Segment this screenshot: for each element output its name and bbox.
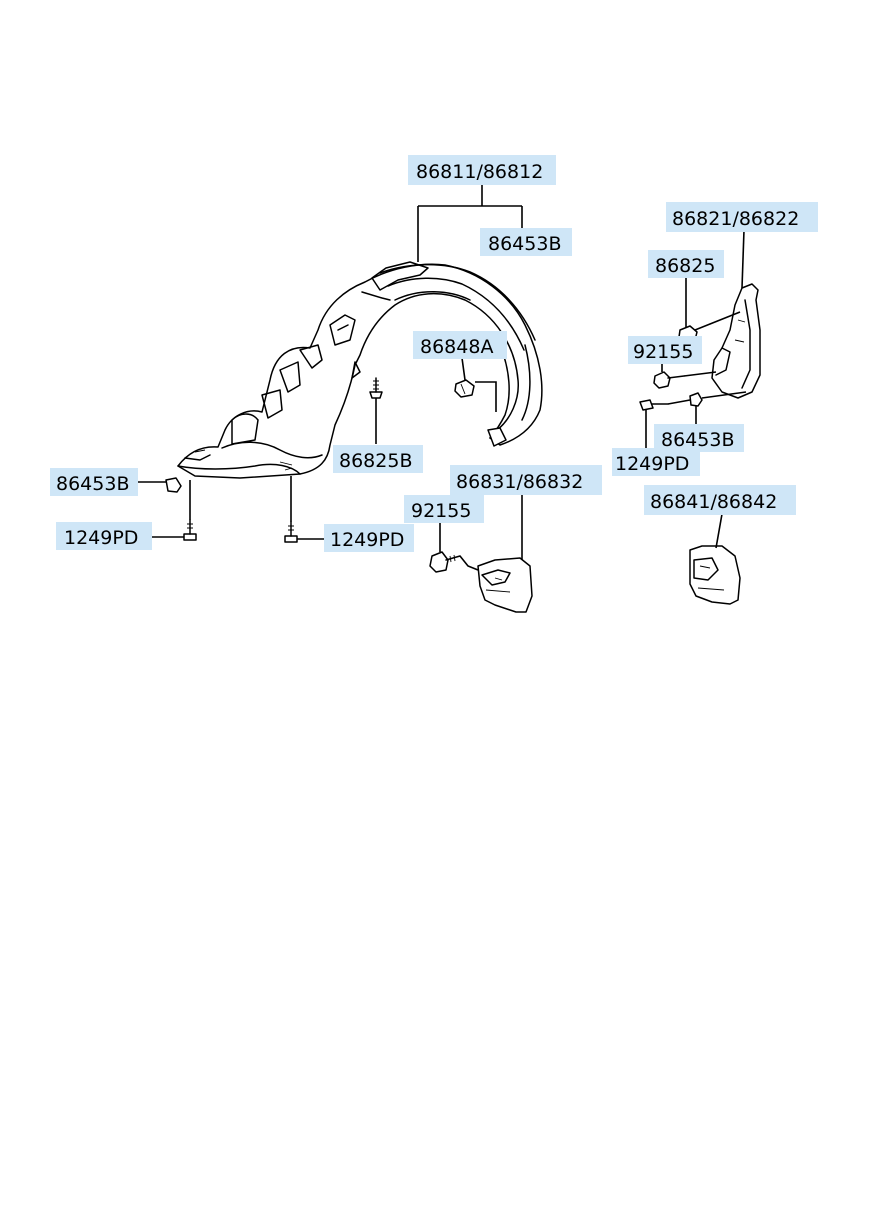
svg-text:1249PD: 1249PD — [615, 453, 689, 475]
bolt-92155-right-drawing — [653, 371, 685, 389]
svg-text:92155: 92155 — [411, 500, 471, 522]
front-wheel-guard-drawing — [177, 261, 543, 479]
rear-wheel-guard-drawing — [711, 283, 761, 399]
svg-text:1249PD: 1249PD — [330, 529, 404, 551]
svg-text:86453B: 86453B — [661, 429, 734, 451]
label-1249pd-left[interactable]: 1249PD — [56, 522, 152, 550]
leader-lines — [138, 184, 747, 571]
mud-guard-86831-drawing — [477, 557, 533, 613]
label-86841-86842[interactable]: 86841/86842 — [644, 485, 796, 515]
svg-text:1249PD: 1249PD — [64, 527, 138, 549]
screw-1249pd-right-drawing — [639, 399, 669, 411]
screw-1249pd-left-drawing — [183, 519, 197, 541]
svg-text:92155: 92155 — [633, 341, 693, 363]
svg-text:86453B: 86453B — [56, 473, 129, 495]
label-86831-86832[interactable]: 86831/86832 — [450, 465, 602, 495]
screw-86825b-drawing — [369, 377, 383, 399]
label-86825b[interactable]: 86825B — [333, 445, 423, 473]
svg-text:86825: 86825 — [655, 255, 715, 277]
svg-text:86848A: 86848A — [420, 336, 493, 358]
svg-text:86841/86842: 86841/86842 — [650, 491, 777, 513]
svg-text:86831/86832: 86831/86832 — [456, 471, 583, 493]
clip-86453b-right-drawing — [689, 392, 703, 407]
bolt-92155-mid-drawing — [429, 551, 461, 573]
label-92155-mid[interactable]: 92155 — [404, 495, 484, 523]
label-86453b-left[interactable]: 86453B — [50, 468, 138, 496]
label-86811-86812[interactable]: 86811/86812 — [408, 155, 556, 185]
label-86453b-right[interactable]: 86453B — [654, 424, 744, 452]
svg-text:86825B: 86825B — [339, 450, 412, 472]
svg-text:86821/86822: 86821/86822 — [672, 208, 799, 230]
clip-86453b-left-drawing — [165, 477, 182, 493]
label-92155-right[interactable]: 92155 — [628, 336, 702, 364]
screw-1249pd-mid-drawing — [284, 521, 298, 543]
svg-text:86811/86812: 86811/86812 — [416, 161, 543, 183]
label-1249pd-right[interactable]: 1249PD — [612, 448, 700, 476]
label-86821-86822[interactable]: 86821/86822 — [666, 202, 818, 232]
svg-text:86453B: 86453B — [488, 233, 561, 255]
label-86848a[interactable]: 86848A — [413, 331, 507, 359]
label-1249pd-mid[interactable]: 1249PD — [324, 524, 414, 552]
mud-guard-86841-drawing — [689, 545, 741, 605]
label-86453b-top[interactable]: 86453B — [480, 228, 572, 256]
clip-86848a-drawing — [454, 379, 475, 398]
label-86825[interactable]: 86825 — [648, 250, 724, 278]
